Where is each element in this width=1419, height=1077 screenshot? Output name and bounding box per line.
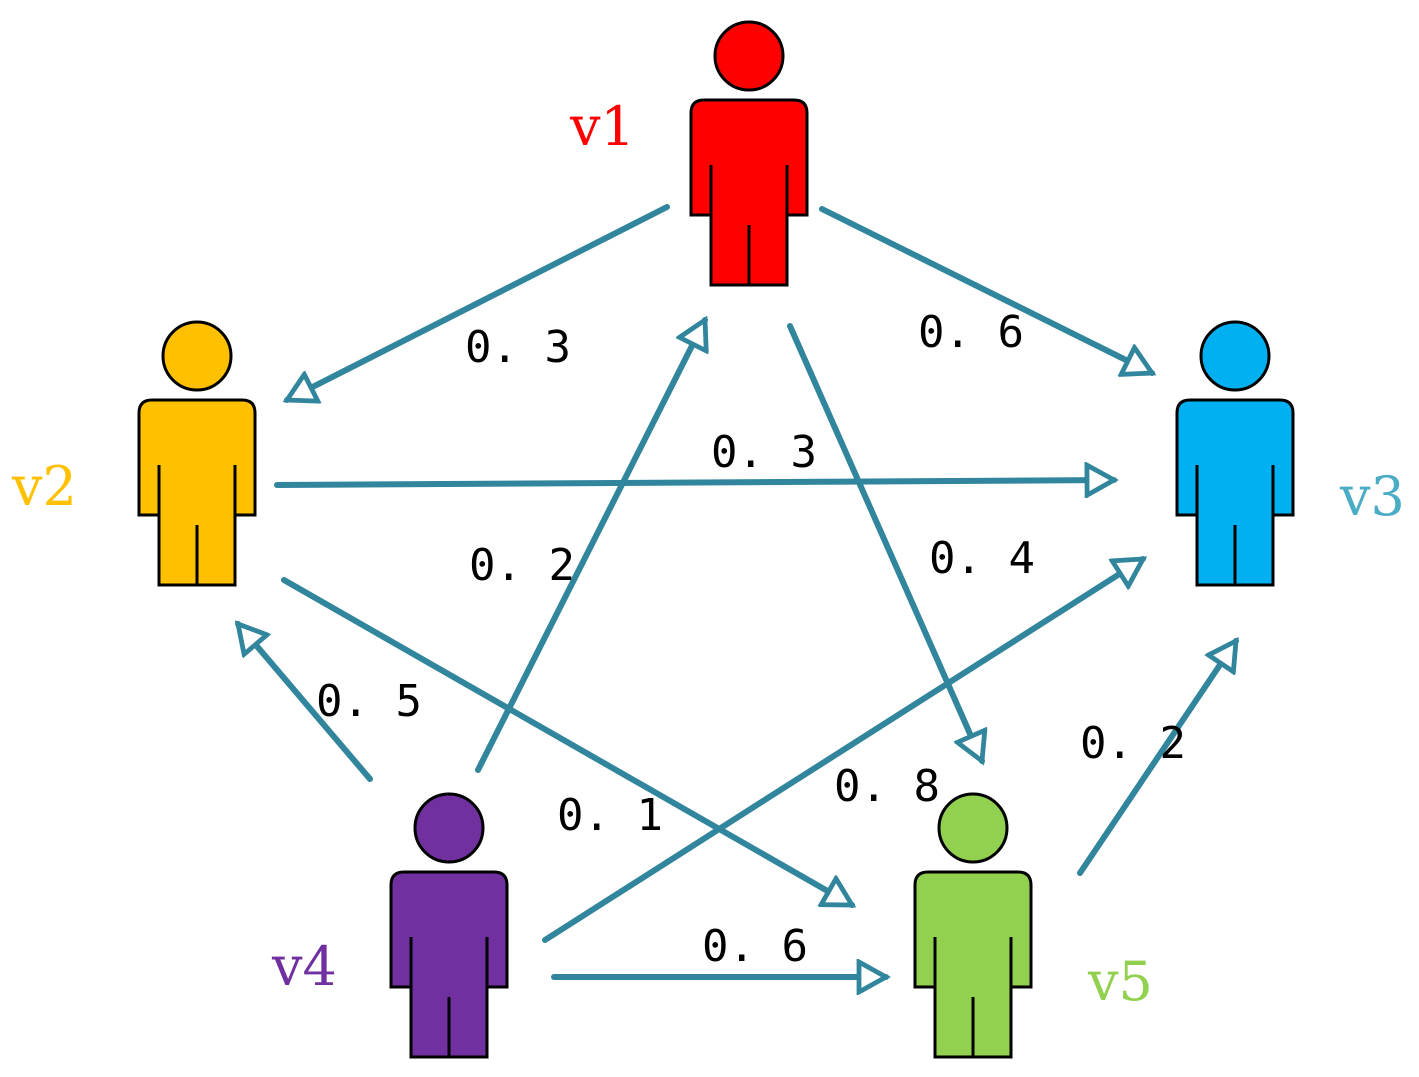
edge-weight-v1-v2: 0. 3 bbox=[465, 322, 571, 373]
edge-weight-v4-v2: 0. 5 bbox=[316, 676, 422, 727]
edge-v1-v5 bbox=[787, 323, 982, 761]
node-label-v5: v5 bbox=[1087, 950, 1153, 1013]
edge-weight-v4-v5: 0. 6 bbox=[702, 921, 808, 972]
node-label-v2: v2 bbox=[11, 455, 77, 518]
person-node-v2 bbox=[137, 320, 257, 587]
edge-weight-v2-v3: 0. 3 bbox=[711, 427, 817, 478]
person-head-v4 bbox=[413, 792, 485, 864]
person-body-v4 bbox=[389, 870, 509, 1059]
edge-v4-v3 bbox=[542, 556, 1143, 943]
edge-weight-v1-v3: 0. 6 bbox=[918, 307, 1024, 358]
edge-v4-v1 bbox=[475, 320, 705, 773]
person-head-v1 bbox=[713, 20, 785, 92]
person-head-v3 bbox=[1199, 320, 1271, 392]
nodes-layer: v1 v2 v3 v4 v5 bbox=[11, 20, 1405, 1059]
node-label-v4: v4 bbox=[271, 935, 337, 998]
person-body-v3 bbox=[1175, 398, 1295, 587]
person-body-v5 bbox=[913, 870, 1033, 1059]
edge-weight-v4-v3: 0. 8 bbox=[834, 761, 940, 812]
person-head-v2 bbox=[161, 320, 233, 392]
edge-v2-v5 bbox=[281, 577, 852, 908]
person-node-v4 bbox=[389, 792, 509, 1059]
person-node-v3 bbox=[1175, 320, 1295, 587]
edge-labels-layer: 0. 3 0. 6 0. 3 0. 4 0. 2 0. 5 0. 1 0. 8 0. 2 0. 6 bbox=[316, 307, 1186, 972]
edge-v2-v3 bbox=[274, 480, 1114, 485]
edges-layer bbox=[238, 204, 1239, 977]
edge-v4-v2 bbox=[238, 624, 373, 782]
person-body-v2 bbox=[137, 398, 257, 587]
edge-weight-v2-v5: 0. 1 bbox=[557, 790, 663, 841]
edge-v1-v3 bbox=[819, 206, 1152, 373]
edge-v5-v3 bbox=[1077, 641, 1239, 876]
edge-weight-v4-v1: 0. 2 bbox=[469, 540, 575, 591]
edge-v1-v2 bbox=[287, 204, 670, 400]
person-body-v1 bbox=[689, 98, 809, 287]
edge-weight-v5-v3: 0. 2 bbox=[1080, 718, 1186, 769]
node-label-v1: v1 bbox=[569, 95, 635, 158]
person-node-v1 bbox=[689, 20, 809, 287]
node-label-v3: v3 bbox=[1339, 465, 1405, 528]
edge-weight-v1-v5: 0. 4 bbox=[929, 533, 1035, 584]
person-head-v5 bbox=[937, 792, 1009, 864]
person-node-v5 bbox=[913, 792, 1033, 1059]
